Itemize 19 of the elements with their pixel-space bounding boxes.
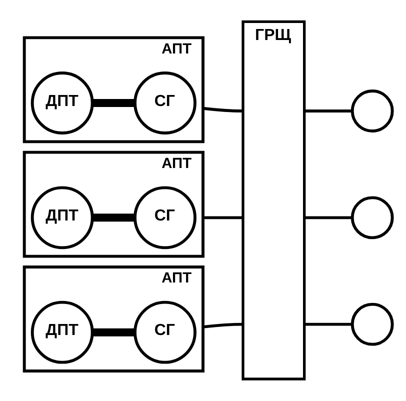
connector [304,322,352,326]
node-box: ГРЩ [242,20,306,380]
connector [92,328,135,336]
connector [202,106,243,112]
node-circle [350,89,394,132]
node-circle: ДПТ [30,186,94,249]
connector [304,109,352,112]
node-circle: СГ [134,186,196,249]
node-circle: СГ [134,300,196,364]
node-circle: ДПТ [30,71,94,134]
node-circle [350,302,394,346]
node-circle [350,196,394,239]
connector [203,216,243,219]
connector [202,322,243,328]
connector [92,213,135,222]
connector [92,98,135,106]
connector [304,216,352,219]
node-circle: СГ [134,71,196,134]
node-circle: ДПТ [30,300,94,364]
